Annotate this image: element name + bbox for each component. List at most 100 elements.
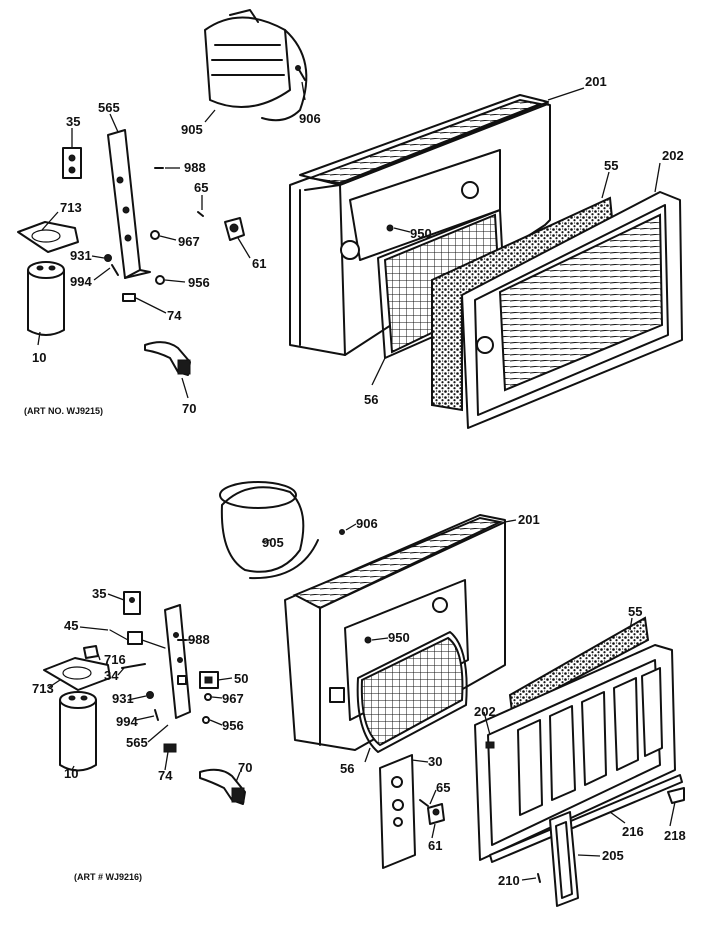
label-994: 994: [70, 274, 92, 289]
label-210: 210: [498, 873, 520, 888]
part-10-capacitor: [27, 261, 65, 336]
top-assembly: 905 906 201 565 35 988 65 713 967 61 931…: [17, 9, 684, 429]
label-34: 34: [104, 668, 119, 683]
label-950-b: 950: [388, 630, 410, 645]
top-leader-lines: [37, 81, 661, 399]
part-70-switch: [144, 341, 191, 376]
caption-bottom: (ART # WJ9216): [74, 872, 142, 882]
label-956-b: 956: [222, 718, 244, 733]
label-967: 967: [178, 234, 200, 249]
label-716: 716: [104, 652, 126, 667]
part-950-screw-b: [364, 636, 372, 644]
part-61-knob-b: [427, 803, 445, 825]
part-55-filter-b: [508, 616, 650, 714]
label-74-b: 74: [158, 768, 173, 783]
label-202: 202: [662, 148, 684, 163]
part-34-wire: [121, 663, 146, 669]
label-713-b: 713: [32, 681, 54, 696]
label-931-b: 931: [112, 691, 134, 706]
part-201-cabinet: [289, 94, 551, 356]
label-56-b: 56: [340, 761, 354, 776]
label-65-b: 65: [436, 780, 450, 795]
part-65-screw: [197, 211, 204, 217]
label-61: 61: [252, 256, 266, 271]
label-56: 56: [364, 392, 378, 407]
bottom-leader-lines: [47, 519, 676, 881]
label-55-b: 55: [628, 604, 642, 619]
part-30-control-panel: [379, 754, 416, 869]
part-35-relay-b: [123, 591, 141, 615]
label-74: 74: [167, 308, 182, 323]
part-70-switch-b: [199, 768, 246, 805]
label-10: 10: [32, 350, 46, 365]
label-906: 906: [299, 111, 321, 126]
part-565-control-bracket: [107, 129, 151, 279]
label-61-b: 61: [428, 838, 442, 853]
part-994-screw: [111, 264, 119, 276]
part-61-knob: [224, 217, 245, 241]
caption-top: (ART NO. WJ9215): [24, 406, 103, 416]
part-967-screw-b: [204, 693, 212, 701]
label-50: 50: [234, 671, 248, 686]
label-202-b: 202: [474, 704, 496, 719]
part-906-screw-b: [339, 529, 345, 535]
label-70: 70: [182, 401, 196, 416]
label-10-b: 10: [64, 766, 78, 781]
part-202-front-panel-b: [474, 644, 676, 861]
label-45: 45: [64, 618, 78, 633]
label-35-b: 35: [92, 586, 106, 601]
label-988-b: 988: [188, 632, 210, 647]
label-55: 55: [604, 158, 618, 173]
part-45-overload: [109, 629, 166, 649]
part-956-screw: [155, 275, 165, 285]
part-210-screw: [537, 873, 541, 883]
part-205-filter-slide: [549, 811, 579, 907]
label-565-b: 565: [126, 735, 148, 750]
label-565: 565: [98, 100, 120, 115]
part-950-screw: [386, 224, 394, 232]
part-956-screw-b: [202, 716, 210, 724]
part-967-screw: [150, 230, 160, 240]
label-30: 30: [428, 754, 442, 769]
part-931-nut-b: [146, 691, 154, 699]
label-35: 35: [66, 114, 80, 129]
label-956: 956: [188, 275, 210, 290]
label-713: 713: [60, 200, 82, 215]
part-216-strip: [489, 774, 683, 863]
label-994-b: 994: [116, 714, 138, 729]
label-967-b: 967: [222, 691, 244, 706]
part-56-intake-grid-b: [356, 631, 468, 753]
part-713-mount-plate: [17, 221, 79, 253]
label-201: 201: [585, 74, 607, 89]
part-906-screw: [295, 65, 306, 81]
part-65-screw-b: [419, 799, 429, 807]
label-950: 950: [410, 226, 432, 241]
part-931-nut: [104, 254, 112, 262]
label-988: 988: [184, 160, 206, 175]
label-70-b: 70: [238, 760, 252, 775]
part-716-bracket: [83, 645, 99, 659]
part-202-front-panel: [461, 191, 683, 429]
part-565-control-bracket-b: [164, 604, 191, 719]
label-216: 216: [622, 824, 644, 839]
part-74-clip: [122, 293, 136, 302]
part-218-clip: [667, 787, 685, 804]
label-905: 905: [181, 122, 203, 137]
label-931: 931: [70, 248, 92, 263]
bottom-assembly: 905 906 201 35 45 988 950 716 34 50 713 …: [32, 481, 686, 907]
part-994-screw-b: [154, 709, 159, 721]
part-74-clip-b: [163, 743, 177, 753]
part-713-mount-plate-b: [43, 657, 111, 691]
label-201-b: 201: [518, 512, 540, 527]
label-65: 65: [194, 180, 208, 195]
part-10-capacitor-b: [59, 691, 97, 772]
part-905-blower-shroud: [204, 9, 308, 122]
part-50-switch: [199, 671, 219, 689]
part-35-relay: [62, 147, 82, 179]
label-906-b: 906: [356, 516, 378, 531]
part-905-blower-shroud-b: [219, 481, 319, 580]
label-205: 205: [602, 848, 624, 863]
label-218: 218: [664, 828, 686, 843]
label-905-b: 905: [262, 535, 284, 550]
